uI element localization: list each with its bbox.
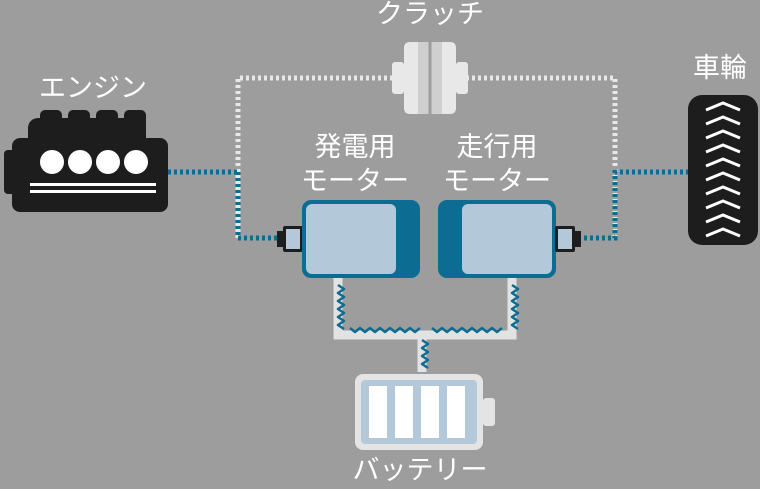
generator-motor-label-line1: 発電用 [314, 132, 396, 163]
battery-label: バッテリー [352, 455, 488, 486]
battery-icon [355, 374, 495, 450]
clutch-icon [392, 42, 468, 114]
wheel-label: 車輪 [693, 53, 747, 84]
generator-motor-icon [277, 200, 420, 278]
drive-shaft [578, 169, 688, 241]
clutch-label: クラッチ [376, 0, 484, 30]
electric-wire-left [333, 278, 427, 372]
drive-motor-label-line1: 走行用 [456, 132, 538, 163]
drive-motor-label-line2: モーター [443, 166, 551, 197]
generator-motor-label-line2: モーター [301, 166, 409, 197]
electric-flow-zigzag [336, 283, 520, 370]
engine-icon [4, 110, 168, 212]
electric-wire-right [422, 278, 517, 340]
wheel-icon [688, 95, 758, 245]
engine-label: エンジン [39, 73, 147, 104]
generator-shaft [235, 172, 282, 241]
drive-motor-icon [438, 200, 581, 278]
